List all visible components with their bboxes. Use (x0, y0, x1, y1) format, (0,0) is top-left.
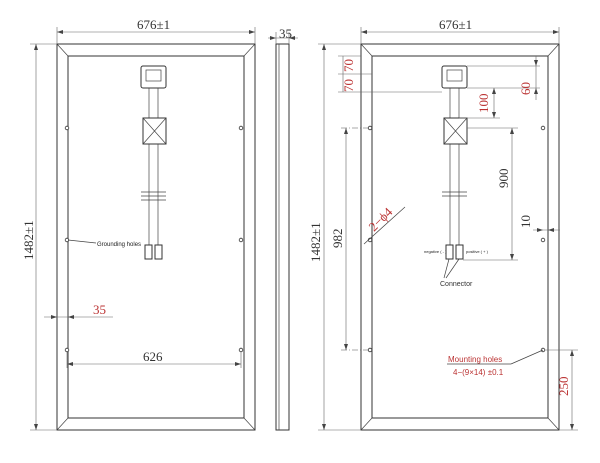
cable-900-label: 900 (496, 169, 511, 189)
top-70-lower: 70 (341, 79, 356, 92)
bottom-250-label: 250 (556, 377, 571, 397)
right-connector-pos (455, 244, 464, 260)
side-thickness-label: 35 (279, 26, 292, 41)
left-spacing-label: 626 (143, 349, 163, 364)
right-view: negative ( - ) positive ( + ) Connector … (308, 17, 578, 431)
left-frame-inner (67, 55, 245, 419)
right-height-label: 1482±1 (308, 222, 323, 262)
right-width-label: 676±1 (439, 17, 472, 32)
hole-callout: 2−ϕ4 (366, 204, 396, 234)
grounding-note: Grounding holes (97, 242, 141, 248)
offset-10-label: 10 (518, 215, 533, 228)
left-offset-label: 35 (93, 302, 106, 317)
left-junction-box (140, 65, 167, 89)
mounting-spec: 4−(9×14) ±0.1 (453, 368, 504, 377)
negative-label: negative ( - ) (424, 249, 447, 254)
junction-100-label: 100 (476, 94, 491, 114)
right-junction-box (441, 65, 468, 89)
mounting-title: Mounting holes (448, 355, 502, 364)
junction-60-label: 60 (518, 82, 533, 95)
left-frame-outer (56, 43, 256, 431)
left-width-label: 676±1 (137, 17, 170, 32)
right-connector-neg (445, 244, 454, 260)
mount-982-label: 982 (330, 229, 345, 249)
left-hole-br (238, 347, 244, 353)
left-cable-clip (142, 117, 167, 145)
left-height-label: 1482±1 (21, 220, 36, 260)
left-connector-neg (144, 244, 153, 260)
left-hole-tl (64, 125, 70, 131)
connector-note: Connector (440, 281, 473, 288)
left-hole-bl (64, 347, 70, 353)
side-profile (275, 43, 290, 431)
right-hole-mr (540, 237, 546, 243)
right-cable-clip (443, 117, 468, 145)
right-hole-tr (540, 125, 546, 131)
positive-label: positive ( + ) (466, 249, 489, 254)
left-view: Grounding holes 676±1 1482±1 35 626 (21, 17, 256, 431)
left-hole-tr (238, 125, 244, 131)
left-hole-mr (238, 237, 244, 243)
side-view: 35 (268, 26, 298, 431)
right-frame-outer (360, 43, 560, 431)
left-connector-pos (154, 244, 163, 260)
top-70-upper: 70 (341, 59, 356, 72)
